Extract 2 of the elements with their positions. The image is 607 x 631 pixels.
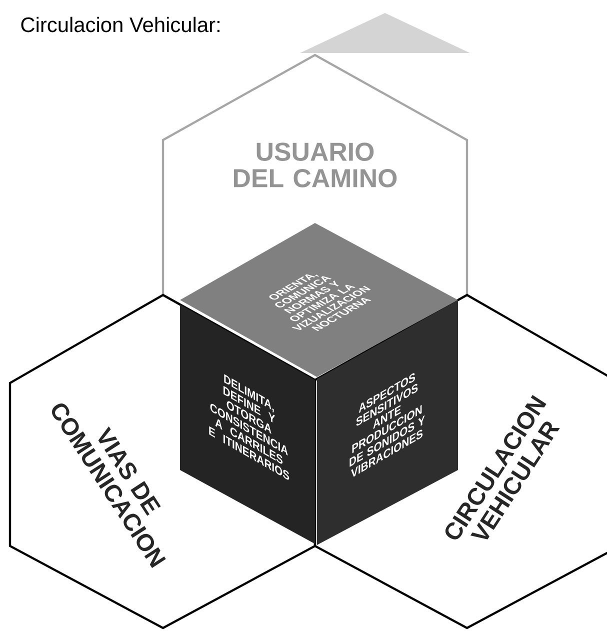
title: Circulacion Vehicular: bbox=[21, 16, 220, 32]
triangle-shape bbox=[300, 13, 470, 53]
